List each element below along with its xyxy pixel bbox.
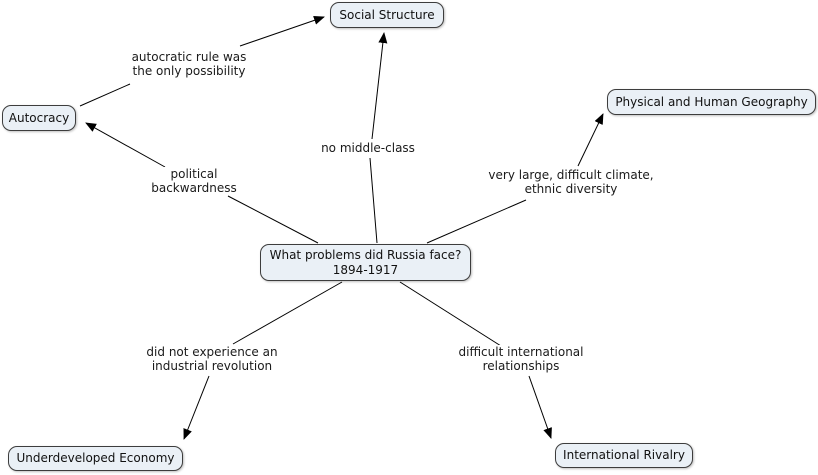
connector-line	[85, 122, 166, 168]
node-label: Underdeveloped Economy	[16, 451, 175, 465]
node-autocracy[interactable]: Autocracy	[2, 105, 76, 131]
edge-label-rivalry-reason: difficult international relationships	[455, 345, 587, 373]
connector-line	[426, 199, 527, 244]
connector-line	[232, 281, 343, 345]
node-international-rivalry[interactable]: International Rivalry	[555, 443, 693, 468]
connector-line	[528, 375, 552, 439]
connector-line	[79, 83, 131, 107]
node-label: Social Structure	[339, 7, 435, 22]
edge-label-autocratic-rule: autocratic rule was the only possibility	[128, 50, 250, 78]
node-social-structure[interactable]: Social Structure	[330, 2, 444, 28]
node-central-question[interactable]: What problems did Russia face? 1894-1917	[260, 244, 471, 281]
connector-line	[183, 375, 210, 440]
connector-line	[371, 32, 388, 140]
connector-line	[239, 16, 325, 47]
node-label: Autocracy	[8, 110, 70, 125]
node-physical-and-human-geography[interactable]: Physical and Human Geography	[607, 89, 816, 115]
node-underdeveloped-economy[interactable]: Underdeveloped Economy	[8, 446, 183, 471]
edge-label-no-middle-class: no middle-class	[318, 141, 418, 155]
connector-line	[369, 157, 378, 244]
edge-label-geography-reason: very large, difficult climate, ethnic di…	[485, 168, 657, 196]
connector-line	[577, 113, 604, 167]
edge-label-political-backwardness: political backwardness	[148, 167, 240, 195]
connector-line	[227, 195, 319, 244]
node-label: Physical and Human Geography	[615, 94, 808, 109]
central-question-line2: 1894-1917	[332, 262, 399, 277]
edge-label-economy-reason: did not experience an industrial revolut…	[143, 345, 281, 373]
connector-line	[399, 281, 502, 347]
central-question-line1: What problems did Russia face?	[269, 247, 462, 262]
node-label: International Rivalry	[563, 448, 685, 462]
